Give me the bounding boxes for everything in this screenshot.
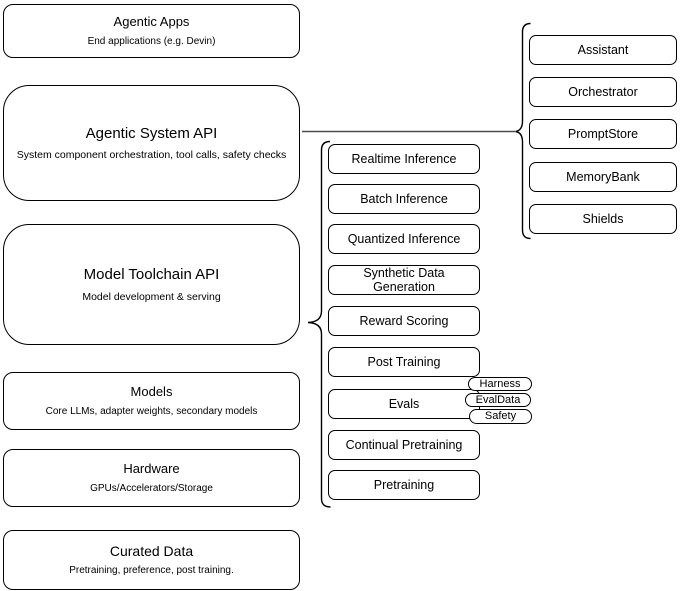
box-subtitle: Core LLMs, adapter weights, secondary mo… — [45, 405, 258, 417]
box-reward-scoring: Reward Scoring — [328, 306, 480, 336]
box-subtitle: Model development & serving — [82, 290, 221, 303]
box-model-toolchain-api: Model Toolchain API Model development & … — [3, 224, 300, 345]
pill-label: EvalData — [475, 393, 521, 406]
box-pretraining: Pretraining — [328, 470, 480, 500]
box-models: Models Core LLMs, adapter weights, secon… — [3, 372, 300, 430]
box-label: Batch Inference — [360, 191, 448, 206]
box-label: Realtime Inference — [351, 151, 457, 166]
box-memorybank: MemoryBank — [529, 162, 677, 192]
pill-harness: Harness — [468, 377, 532, 391]
pill-safety: Safety — [469, 409, 532, 424]
box-label: Evals — [388, 396, 420, 411]
box-subtitle: Pretraining, preference, post training. — [69, 565, 234, 577]
box-subtitle: End applications (e.g. Devin) — [87, 35, 216, 47]
box-label: Shields — [582, 211, 624, 226]
box-continual-pretraining: Continual Pretraining — [328, 430, 480, 460]
box-promptstore: PromptStore — [529, 119, 677, 149]
box-title: Model Toolchain API — [83, 266, 220, 284]
box-title: Agentic System API — [85, 124, 218, 142]
box-synthetic-data-generation: Synthetic Data Generation — [328, 265, 480, 295]
box-subtitle: GPUs/Accelerators/Storage — [90, 482, 213, 494]
box-label: Quantized Inference — [347, 231, 461, 246]
box-label: Synthetic Data Generation — [363, 265, 445, 294]
box-label: Assistant — [577, 42, 629, 57]
box-realtime-inference: Realtime Inference — [328, 144, 480, 174]
box-shields: Shields — [529, 204, 677, 234]
box-orchestrator: Orchestrator — [529, 77, 677, 107]
box-quantized-inference: Quantized Inference — [328, 224, 480, 254]
box-subtitle: System component orchestration, tool cal… — [16, 149, 287, 162]
box-label: Pretraining — [373, 477, 435, 492]
box-agentic-apps: Agentic Apps End applications (e.g. Devi… — [3, 4, 300, 58]
box-title: Agentic Apps — [113, 13, 190, 29]
box-label: MemoryBank — [566, 169, 640, 184]
pill-evaldata: EvalData — [465, 393, 531, 407]
box-assistant: Assistant — [529, 35, 677, 65]
box-post-training: Post Training — [328, 347, 480, 377]
box-evals: Evals — [328, 389, 480, 419]
box-curated-data: Curated Data Pretraining, preference, po… — [3, 530, 300, 590]
box-title: Models — [130, 383, 173, 399]
box-agentic-system-api: Agentic System API System component orch… — [3, 85, 300, 201]
box-label: Post Training — [367, 354, 441, 369]
box-title: Curated Data — [109, 543, 194, 560]
pill-label: Safety — [484, 410, 517, 422]
box-batch-inference: Batch Inference — [328, 184, 480, 214]
box-label: Orchestrator — [568, 84, 638, 99]
box-label: Continual Pretraining — [345, 437, 463, 452]
box-hardware: Hardware GPUs/Accelerators/Storage — [3, 449, 300, 507]
box-title: Hardware — [123, 460, 180, 476]
box-label: Reward Scoring — [359, 313, 449, 328]
pill-label: Harness — [479, 377, 521, 390]
box-label: PromptStore — [567, 126, 639, 141]
